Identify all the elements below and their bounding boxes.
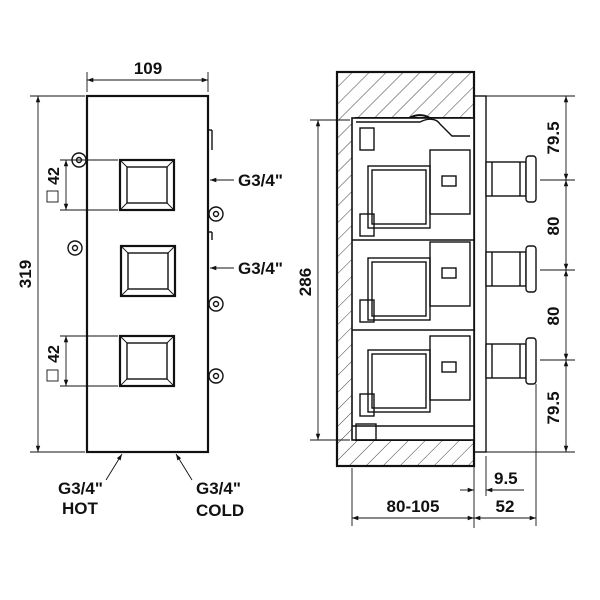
dim-spacing-chain: 79.5 80 80 79.5 bbox=[486, 95, 575, 453]
right-port-upper-callout: G3/4" bbox=[210, 171, 283, 190]
dim-height-286-label: 286 bbox=[296, 268, 315, 296]
dim-width-label: 109 bbox=[134, 59, 162, 78]
knob-square-top bbox=[118, 158, 176, 212]
bottom-right-port-label: G3/4" bbox=[196, 479, 241, 498]
dim-protrusion: 52 bbox=[474, 384, 537, 526]
mounting-lugs bbox=[67, 129, 224, 384]
knob-square-bottom bbox=[118, 334, 176, 388]
dim-width-109: 109 bbox=[86, 59, 209, 92]
bottom-left-port-callout: G3/4" HOT bbox=[58, 453, 123, 518]
dim-offset-label: 9.5 bbox=[494, 469, 518, 488]
outlet-middle bbox=[485, 245, 537, 293]
dim-spacing-mid2-label: 80 bbox=[544, 307, 563, 326]
front-plate bbox=[85, 94, 210, 454]
right-port-lower-label: G3/4" bbox=[238, 259, 283, 278]
valve-internals bbox=[351, 117, 475, 441]
dim-protrusion-label: 52 bbox=[496, 497, 515, 516]
dim-depth-label: 80-105 bbox=[387, 497, 440, 516]
front-view: 109 319 42 42 G3/4" bbox=[16, 59, 283, 520]
dim-square-lower: 42 bbox=[46, 335, 118, 387]
dim-spacing-mid1-label: 80 bbox=[544, 217, 563, 236]
bottom-left-port-caption: HOT bbox=[62, 499, 99, 518]
dim-height-319: 319 bbox=[16, 95, 85, 453]
right-port-upper-label: G3/4" bbox=[238, 171, 283, 190]
side-faceplate bbox=[473, 95, 487, 453]
dim-spacing-top-label: 79.5 bbox=[544, 121, 563, 154]
dim-spacing-bottom-label: 79.5 bbox=[544, 391, 563, 424]
dim-square-upper: 42 bbox=[46, 159, 118, 211]
side-view: 286 79.5 80 80 79.5 9.5 bbox=[296, 70, 575, 528]
bottom-right-port-caption: COLD bbox=[196, 501, 244, 520]
bottom-left-port-label: G3/4" bbox=[58, 479, 103, 498]
dim-height-label: 319 bbox=[16, 260, 35, 288]
square-symbol-lower bbox=[46, 369, 59, 382]
square-symbol-upper bbox=[46, 190, 59, 203]
dim-square-upper-label: 42 bbox=[46, 167, 63, 185]
right-port-lower-callout: G3/4" bbox=[210, 259, 283, 278]
outlet-top bbox=[485, 155, 537, 203]
bottom-right-port-callout: G3/4" COLD bbox=[175, 453, 244, 520]
knob-square-middle bbox=[119, 244, 177, 298]
dim-height-286: 286 bbox=[296, 119, 350, 441]
dim-square-lower-label: 42 bbox=[46, 345, 63, 363]
outlet-bottom bbox=[485, 337, 537, 385]
dim-depth: 80-105 bbox=[351, 468, 474, 526]
